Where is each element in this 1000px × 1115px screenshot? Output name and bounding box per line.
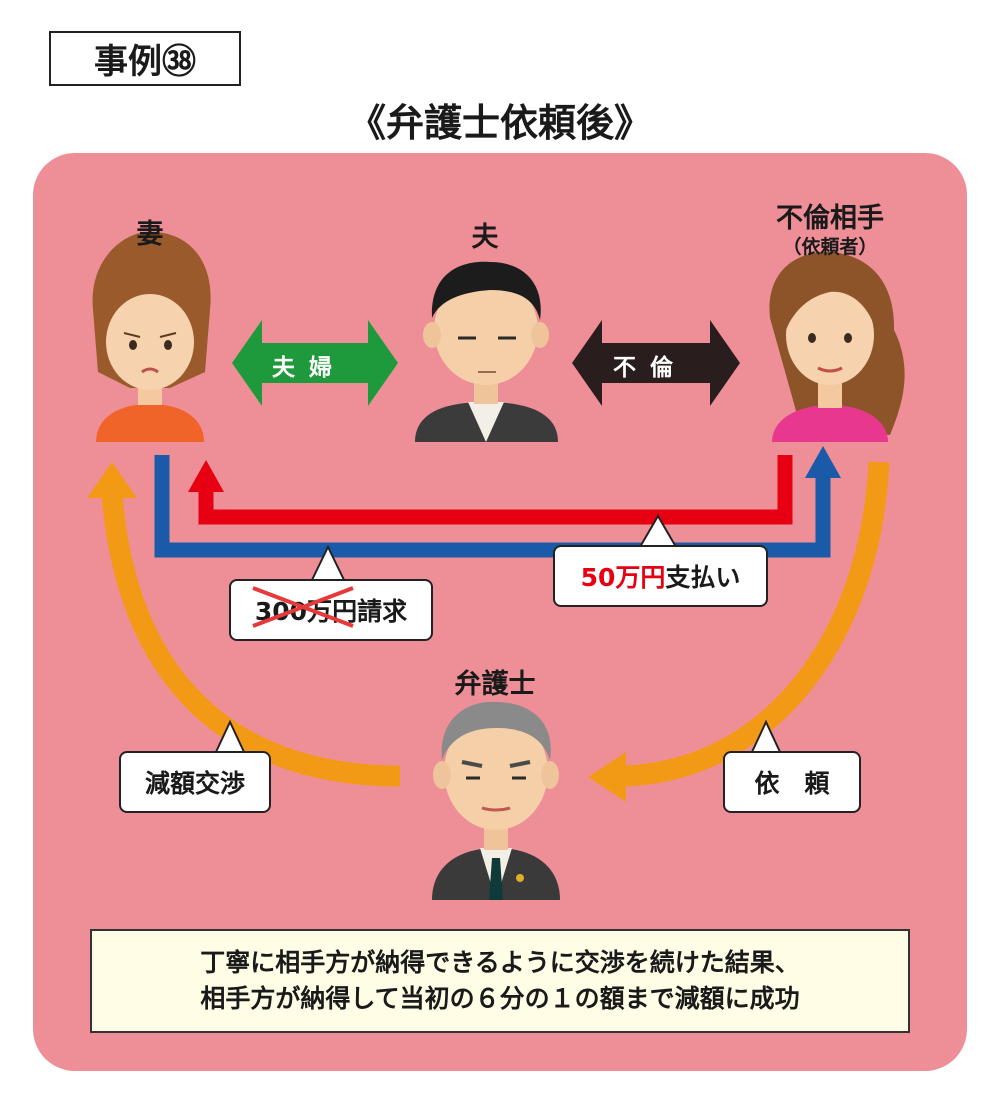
- request-bubble: 依 頼: [723, 751, 861, 813]
- payment-suffix: 支払い: [665, 563, 741, 592]
- marriage-label: 夫婦: [272, 355, 346, 381]
- negotiation-bubble: 減額交渉: [119, 751, 271, 813]
- request-arrow: [624, 461, 890, 787]
- payment-line: [198, 455, 793, 525]
- summary-box: 丁寧に相手方が納得できるように交渉を続けた結果、 相手方が納得して当初の６分の１…: [90, 929, 910, 1033]
- wife-label: 妻: [136, 219, 164, 250]
- husband-label: 夫: [471, 222, 499, 253]
- husband-figure: [415, 261, 558, 442]
- summary-line-2: 相手方が納得して当初の６分の１の額まで減額に成功: [200, 984, 800, 1013]
- marriage-arrow: [232, 320, 398, 406]
- claim-arrowhead: [805, 446, 841, 478]
- affair-partner-sublabel: （依頼者）: [782, 236, 878, 258]
- negotiation-arrow: [101, 495, 401, 787]
- claim-suffix: 請求: [357, 597, 408, 626]
- affair-partner-label: 不倫相手: [776, 203, 884, 234]
- claim-line: [154, 455, 831, 558]
- case-label: 事例㊳: [49, 31, 241, 86]
- strikethrough-cross-icon: [252, 586, 354, 628]
- summary-line-1: 丁寧に相手方が納得できるように交渉を続けた結果、: [200, 947, 800, 977]
- lawyer-label: 弁護士: [454, 669, 536, 700]
- page-title: 《弁護士依頼後》: [347, 101, 652, 145]
- negotiation-arrowhead: [87, 462, 137, 498]
- affair-label: 不倫: [613, 355, 687, 381]
- lawyer-figure: [432, 701, 560, 900]
- payment-bubble: 50万円 支払い: [553, 545, 768, 607]
- request-text: 依 頼: [754, 769, 830, 798]
- affair-partner-figure: [769, 251, 905, 442]
- claim-bubble: 300万円 請求: [229, 579, 433, 641]
- affair-arrow: [572, 320, 740, 406]
- payment-arrowhead: [188, 460, 224, 492]
- payment-amount: 50万円: [580, 563, 666, 592]
- claim-amount-struck: 300万円: [252, 586, 357, 628]
- negotiation-text: 減額交渉: [144, 769, 245, 798]
- request-arrowhead: [588, 752, 626, 802]
- wife-figure: [92, 231, 211, 442]
